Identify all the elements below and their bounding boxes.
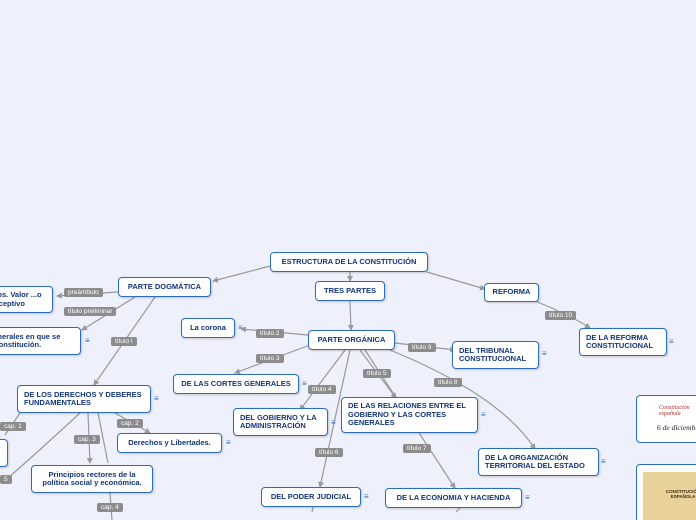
notes-icon[interactable]: ≡ bbox=[302, 380, 307, 388]
cortes-generales-node[interactable]: DE LAS CORTES GENERALES bbox=[173, 374, 299, 394]
fecha-text: 6 de diciembre bbox=[657, 423, 696, 432]
notes-icon[interactable]: ≡ bbox=[481, 411, 486, 419]
reforma-node[interactable]: REFORMA bbox=[484, 283, 539, 302]
link-root-dogmatica bbox=[213, 266, 270, 281]
link-economia-down bbox=[456, 508, 460, 512]
label-titulo-4: título 4 bbox=[308, 385, 336, 394]
label-cap-4: cap. 4 bbox=[97, 503, 123, 512]
parte-dogmatica-node[interactable]: PARTE DOGMÁTICA bbox=[118, 277, 211, 297]
principios-rectores-node[interactable]: Principios rectores de la política socia… bbox=[31, 465, 153, 493]
label-cap-3: cap. 3 bbox=[74, 435, 100, 444]
label-titulo-5: título 5 bbox=[363, 369, 391, 378]
root-node[interactable]: ESTRUCTURA DE LA CONSTITUCIÓN bbox=[270, 252, 428, 272]
label-preambulo: preámbulo bbox=[64, 288, 103, 297]
label-titulo-1: título I bbox=[111, 337, 137, 346]
valor-preceptivo-node[interactable]: ...vos. Valor ...o preceptivo bbox=[0, 286, 53, 313]
label-titulo-preliminar: título preliminar bbox=[64, 307, 116, 316]
reforma-constitucional-node[interactable]: DE LA REFORMA CONSTITUCIONAL bbox=[579, 328, 667, 356]
notes-icon[interactable]: ≡ bbox=[669, 338, 674, 346]
relaciones-gobierno-cortes-node[interactable]: DE LAS RELACIONES ENTRE EL GOBIERNO Y LA… bbox=[341, 397, 478, 433]
book-title-text: CONSTITUCIÓN ESPAÑOLA bbox=[665, 489, 696, 499]
tres-partes-node[interactable]: TRES PARTES bbox=[315, 281, 385, 301]
label-titulo-6: título 6 bbox=[315, 448, 343, 457]
partial-node-left[interactable] bbox=[0, 439, 8, 467]
notes-icon[interactable]: ≡ bbox=[364, 493, 369, 501]
link-tres-organica bbox=[350, 301, 351, 330]
corona-node[interactable]: La corona bbox=[181, 318, 235, 338]
link-judicial-down bbox=[312, 507, 313, 512]
label-titulo-9: título 9 bbox=[408, 343, 436, 352]
label-titulo-2: título 2 bbox=[256, 329, 284, 338]
generales-constitucion-node[interactable]: ...enerales en que se ...Constitución. bbox=[0, 327, 81, 355]
notes-icon[interactable]: ≡ bbox=[238, 324, 243, 332]
label-cap-1: cap. 1 bbox=[0, 422, 26, 431]
notes-icon[interactable]: ≡ bbox=[601, 458, 606, 466]
label-cap-2: cap. 2 bbox=[117, 419, 143, 428]
constitucion-title-text: Constitución española bbox=[659, 405, 696, 423]
notes-icon[interactable]: ≡ bbox=[226, 439, 231, 447]
label-titulo-8: título 8 bbox=[434, 378, 462, 387]
label-titulo-7: título 7 bbox=[403, 444, 431, 453]
tribunal-constitucional-node[interactable]: DEL TRIBUNAL CONSTITUCIONAL bbox=[452, 341, 539, 369]
derechos-deberes-node[interactable]: DE LOS DERECHOS Y DEBERES FUNDAMENTALES bbox=[17, 385, 151, 413]
link-root-reforma bbox=[427, 272, 485, 289]
label-cap-5: 5 bbox=[0, 475, 12, 484]
notes-icon[interactable]: ≡ bbox=[331, 419, 336, 427]
poder-judicial-node[interactable]: DEL PODER JUDICIAL bbox=[261, 487, 361, 507]
gobierno-administracion-node[interactable]: DEL GOBIERNO Y LA ADMINISTRACIÓN bbox=[233, 408, 328, 436]
parte-organica-node[interactable]: PARTE ORGÁNICA bbox=[308, 330, 395, 350]
notes-icon[interactable]: ≡ bbox=[85, 337, 90, 345]
derechos-libertades-node[interactable]: Derechos y Libertades. bbox=[117, 433, 222, 453]
notes-icon[interactable]: ≡ bbox=[154, 395, 159, 403]
notes-icon[interactable]: ≡ bbox=[542, 350, 547, 358]
economia-hacienda-node[interactable]: DE LA ECONOMIA Y HACIENDA bbox=[385, 488, 522, 508]
notes-icon[interactable]: ≡ bbox=[525, 494, 530, 502]
label-titulo-10: título 10 bbox=[545, 311, 576, 320]
constitucion-book-image[interactable]: CONSTITUCIÓN ESPAÑOLA bbox=[636, 464, 696, 520]
organizacion-territorial-node[interactable]: DE LA ORGANIZACIÓN TERRITORIAL DEL ESTAD… bbox=[478, 448, 599, 476]
constitucion-cover-image[interactable]: Constitución española 6 de diciembre bbox=[636, 395, 696, 443]
label-titulo-3: título 3 bbox=[256, 354, 284, 363]
